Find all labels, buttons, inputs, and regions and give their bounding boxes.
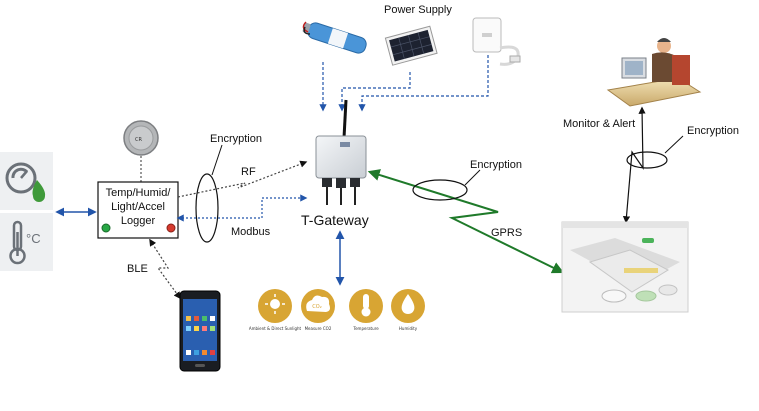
encryption-ellipse-gprs — [412, 179, 468, 201]
encryption-pointer-gprs — [464, 169, 481, 186]
sensor-sun-label: Ambient & Direct Sunlight — [249, 326, 302, 331]
logger-line-3: Logger — [121, 215, 156, 227]
encryption-pointer-logger — [211, 144, 223, 176]
rf-link — [177, 160, 308, 198]
encryption-ellipse-monitor — [626, 151, 668, 169]
svg-text:CR: CR — [135, 137, 142, 143]
coin-battery-icon: CR — [123, 120, 159, 156]
sensor-co2-label: Measure CO2 — [305, 326, 332, 331]
sensor-humidity: Humidity — [391, 289, 425, 331]
modbus-link — [176, 194, 308, 222]
battery-pack-icon — [302, 21, 367, 54]
humidity-icon — [401, 294, 415, 314]
encryption-label-monitor: Encryption — [687, 125, 739, 137]
humidity-sensor-icon — [0, 152, 53, 210]
rf-label: RF — [241, 166, 256, 178]
encryption-pointer-monitor — [664, 135, 684, 154]
gateway-device-icon — [315, 99, 367, 205]
ble-link — [149, 238, 181, 300]
smartphone-icon — [179, 290, 221, 372]
sensor-temperature: Temperature — [349, 289, 383, 331]
power-line-solar — [338, 72, 411, 112]
celsius-label: °C — [26, 231, 41, 246]
operator-desk-icon — [606, 38, 702, 107]
dashboard-screenshot — [561, 221, 689, 313]
power-supply-label: Power Supply — [384, 4, 452, 16]
co2-icon — [306, 295, 330, 312]
power-line-usb — [358, 55, 489, 112]
sensor-sun: Ambient & Direct Sunlight — [249, 289, 302, 331]
gprs-label: GPRS — [491, 227, 522, 239]
logger-box: Temp/Humid/ Light/Accel Logger — [97, 181, 179, 239]
logger-line-1: Temp/Humid/ — [106, 187, 172, 199]
encryption-ellipse-logger — [195, 173, 219, 243]
monitor-alert-label: Monitor & Alert — [563, 118, 635, 130]
encryption-label-gprs: Encryption — [470, 159, 522, 171]
encryption-label-logger: Encryption — [210, 133, 262, 145]
solar-panel-icon — [384, 25, 438, 66]
monitor-link — [622, 106, 646, 224]
thermometer-icon — [361, 294, 371, 317]
sun-icon — [270, 299, 280, 309]
modbus-label: Modbus — [231, 226, 271, 238]
sensor-humidity-label: Humidity — [399, 326, 418, 331]
sensor-temperature-label: Temperature — [352, 326, 379, 331]
co2-glyph: CO₂ — [312, 304, 321, 310]
thermometer-sensor-icon: °C — [0, 213, 53, 271]
logger-line-2: Light/Accel — [111, 201, 165, 213]
gateway-label: T-Gateway — [301, 212, 369, 228]
logger-red-led — [166, 223, 176, 233]
logger-green-led — [101, 223, 111, 233]
usb-adapter-icon — [472, 17, 521, 66]
ble-label: BLE — [127, 263, 148, 275]
gprs-link — [367, 169, 565, 274]
sensor-co2: CO₂ Measure CO2 — [301, 289, 335, 331]
